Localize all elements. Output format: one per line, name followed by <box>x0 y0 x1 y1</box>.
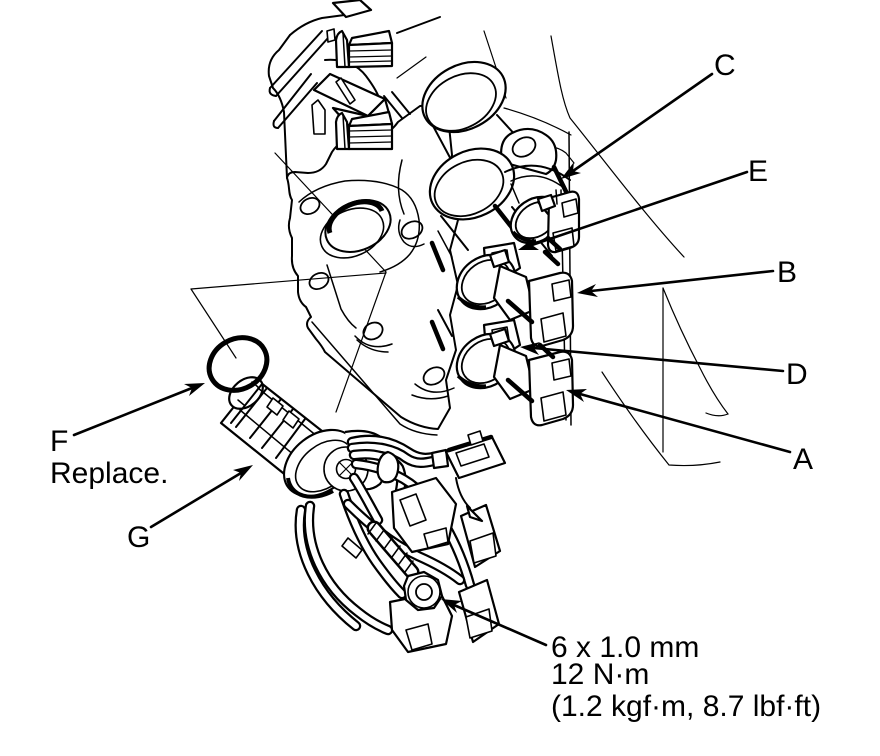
svg-text:6 x 1.0 mm: 6 x 1.0 mm <box>551 631 699 664</box>
svg-text:(1.2 kgf·m, 8.7 lbf·ft): (1.2 kgf·m, 8.7 lbf·ft) <box>551 690 821 723</box>
svg-text:B: B <box>777 256 797 289</box>
svg-text:E: E <box>748 155 768 188</box>
svg-text:G: G <box>127 521 150 554</box>
svg-text:Replace.: Replace. <box>50 457 168 490</box>
svg-text:C: C <box>714 49 736 82</box>
svg-text:12 N·m: 12 N·m <box>551 658 649 691</box>
svg-text:F: F <box>50 425 68 458</box>
svg-text:A: A <box>793 443 813 476</box>
svg-text:D: D <box>786 358 808 391</box>
